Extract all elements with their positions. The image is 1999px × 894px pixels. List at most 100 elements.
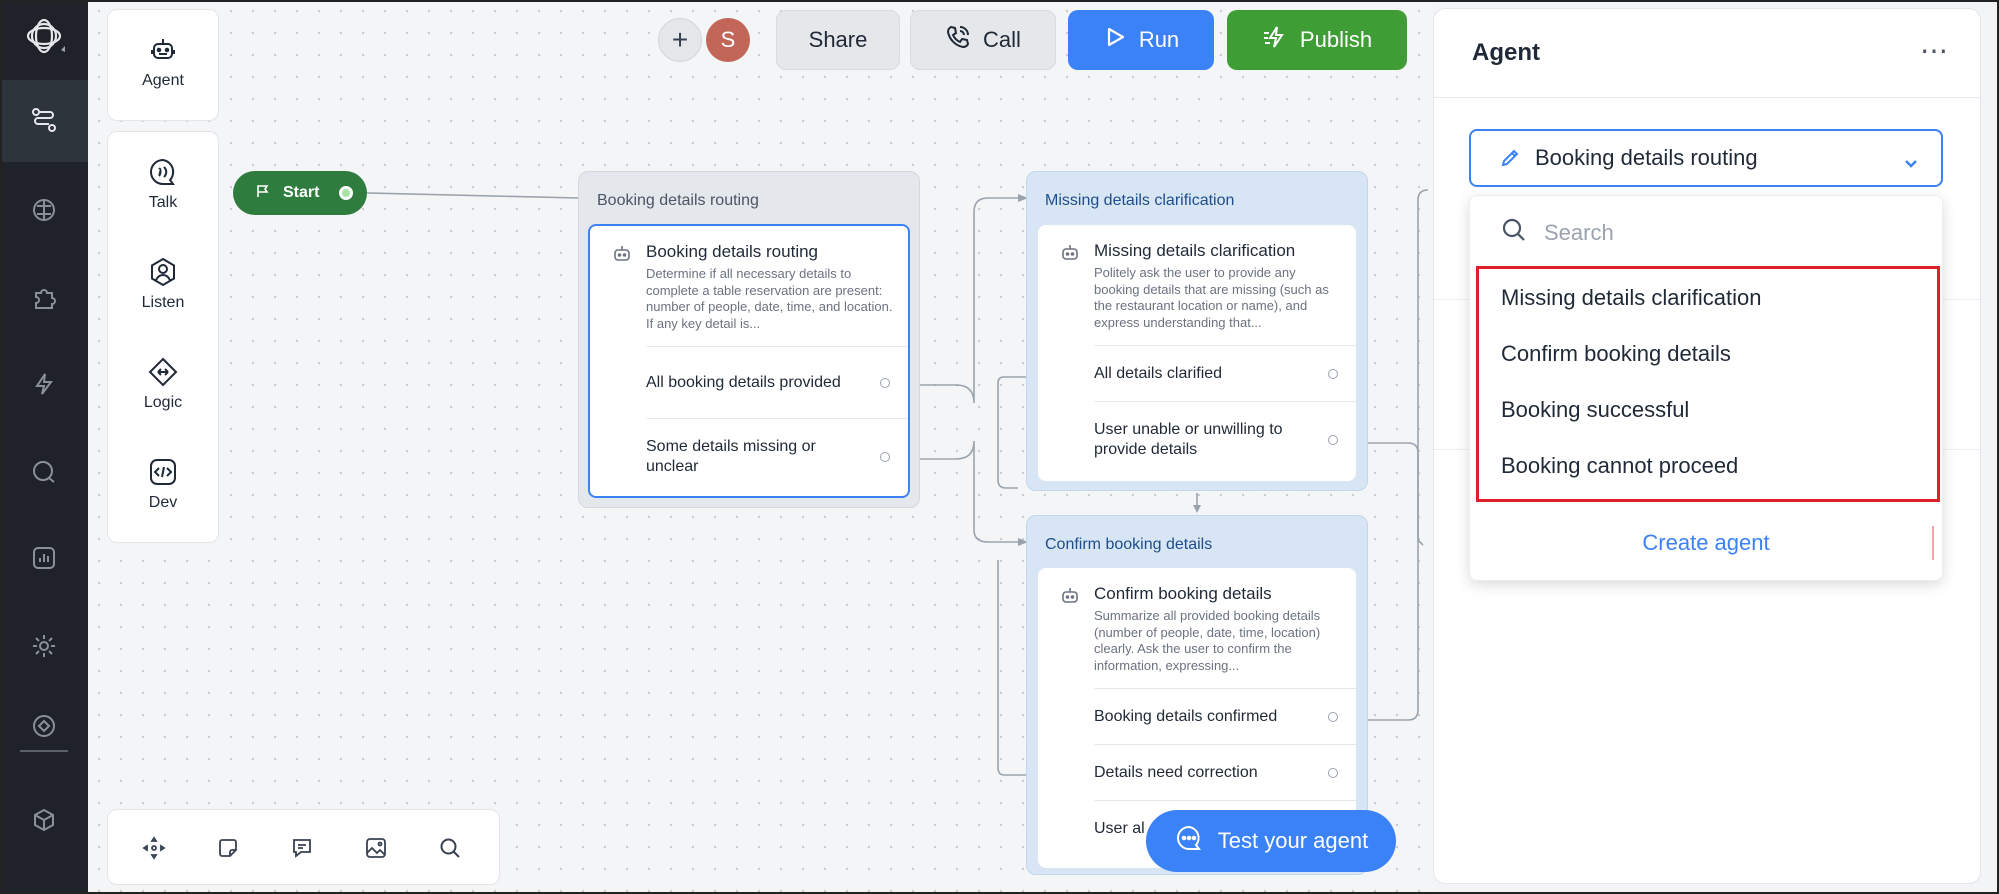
run-button[interactable]: Run	[1068, 10, 1214, 70]
canvas-bottom-toolbar	[107, 809, 500, 885]
branch-port[interactable]	[880, 452, 890, 462]
listen-tool[interactable]: Listen	[108, 254, 218, 312]
logic-tool-label: Logic	[144, 394, 182, 412]
agent-tool-label: Agent	[142, 72, 184, 90]
confirm-node-header: Confirm booking details	[1045, 536, 1212, 554]
diamond-icon[interactable]	[26, 708, 62, 744]
logo-icon[interactable]	[20, 12, 68, 60]
comment-icon[interactable]	[288, 834, 316, 862]
branch-port[interactable]	[1328, 768, 1338, 778]
cube-icon[interactable]	[26, 802, 62, 838]
talk-tool-label: Talk	[149, 194, 177, 212]
agent-select-value: Booking details routing	[1535, 145, 1758, 171]
branch-port[interactable]	[1328, 712, 1338, 722]
missing-title: Missing details clarification	[1094, 241, 1295, 261]
more-options-icon[interactable]: ⋯	[1920, 41, 1950, 61]
dropdown-search[interactable]: Search	[1500, 216, 1614, 250]
robot-icon	[612, 244, 632, 264]
agent-panel: Agent ⋯ Booking details routing Search M…	[1433, 8, 1981, 884]
add-collaborator-button[interactable]: +	[658, 18, 702, 62]
avatar[interactable]: S	[706, 18, 750, 62]
share-button[interactable]: Share	[776, 10, 900, 70]
listen-tool-label: Listen	[142, 294, 185, 312]
confirm-branch-correction[interactable]: Details need correction	[1094, 744, 1356, 800]
search-icon[interactable]	[436, 834, 464, 862]
missing-details-node[interactable]: Missing details clarification Missing de…	[1026, 171, 1368, 491]
sticky-note-icon[interactable]	[214, 834, 242, 862]
routing-node[interactable]: Booking details routing Booking details …	[578, 171, 920, 508]
confirm-branch-label: User al	[1094, 819, 1145, 839]
start-label: Start	[283, 184, 319, 202]
user-hexagon-icon	[145, 254, 181, 290]
lightning-icon[interactable]	[26, 366, 62, 402]
branch-port[interactable]	[1328, 435, 1338, 445]
routing-branch-label: All booking details provided	[646, 373, 841, 393]
call-button[interactable]: Call	[910, 10, 1056, 70]
confirm-branch-label: Booking details confirmed	[1094, 707, 1277, 727]
search-placeholder: Search	[1544, 220, 1614, 246]
missing-description: Politely ask the user to provide any boo…	[1094, 265, 1344, 331]
start-port[interactable]	[339, 186, 353, 200]
run-label: Run	[1139, 27, 1179, 53]
robot-icon	[1060, 243, 1080, 263]
share-label: Share	[809, 27, 868, 53]
flow-canvas[interactable]: Agent Talk Listen Logic Dev	[88, 0, 1433, 894]
publish-button[interactable]: Publish	[1227, 10, 1407, 70]
publish-lightning-icon	[1262, 24, 1288, 56]
branch-port[interactable]	[1328, 369, 1338, 379]
routing-title: Booking details routing	[646, 242, 818, 262]
agent-panel-title: Agent	[1472, 39, 1540, 67]
brain-icon[interactable]	[26, 192, 62, 228]
dropdown-option[interactable]: Booking cannot proceed	[1501, 453, 1738, 479]
dev-tool[interactable]: Dev	[108, 454, 218, 512]
logic-diamond-icon	[145, 354, 181, 390]
missing-node-header: Missing details clarification	[1045, 192, 1234, 210]
missing-card[interactable]: Missing details clarification Politely a…	[1038, 225, 1356, 481]
speech-bubble-icon	[145, 154, 181, 190]
agent-select[interactable]: Booking details routing	[1469, 129, 1943, 187]
talk-tool[interactable]: Talk	[108, 154, 218, 212]
confirm-branch-label: Details need correction	[1094, 763, 1258, 783]
move-arrows-icon[interactable]	[140, 834, 168, 862]
confirm-description: Summarize all provided booking details (…	[1094, 608, 1344, 674]
create-agent-link[interactable]: Create agent	[1470, 530, 1942, 556]
flow-icon[interactable]	[26, 102, 62, 138]
agent-tool-panel[interactable]: Agent	[107, 9, 219, 121]
routing-card[interactable]: Booking details routing Determine if all…	[588, 224, 910, 498]
dropdown-option[interactable]: Booking successful	[1501, 397, 1689, 423]
missing-branch-unable[interactable]: User unable or unwilling to provide deta…	[1094, 401, 1356, 477]
puzzle-icon[interactable]	[26, 280, 62, 316]
routing-branch-missing[interactable]: Some details missing or unclear	[646, 418, 908, 494]
confirm-branch-confirmed[interactable]: Booking details confirmed	[1094, 688, 1356, 744]
routing-node-header: Booking details routing	[597, 192, 759, 210]
analytics-icon[interactable]	[26, 540, 62, 576]
gear-icon[interactable]	[26, 628, 62, 664]
pencil-icon	[1499, 147, 1521, 175]
test-agent-button[interactable]: Test your agent	[1146, 810, 1396, 872]
agent-tool[interactable]: Agent	[108, 32, 218, 90]
code-icon	[145, 454, 181, 490]
routing-description: Determine if all necessary details to co…	[646, 266, 896, 332]
missing-branch-clarified[interactable]: All details clarified	[1094, 345, 1356, 401]
play-icon	[1103, 25, 1127, 55]
image-icon[interactable]	[362, 834, 390, 862]
dropdown-option[interactable]: Missing details clarification	[1501, 285, 1761, 311]
routing-branch-label: Some details missing or unclear	[646, 437, 848, 477]
app-rail	[0, 0, 88, 894]
routing-branch-all-provided[interactable]: All booking details provided	[646, 346, 908, 418]
missing-branch-label: User unable or unwilling to provide deta…	[1094, 420, 1296, 460]
robot-icon	[145, 32, 181, 68]
agent-dropdown: Search Missing details clarification Con…	[1469, 195, 1943, 581]
flag-icon	[255, 183, 271, 204]
publish-label: Publish	[1300, 27, 1372, 53]
branch-port[interactable]	[880, 378, 890, 388]
chat-icon[interactable]	[26, 454, 62, 490]
chevron-down-icon	[1903, 151, 1919, 177]
scroll-marker	[1932, 526, 1934, 560]
dropdown-option[interactable]: Confirm booking details	[1501, 341, 1731, 367]
missing-branch-label: All details clarified	[1094, 364, 1222, 384]
start-node[interactable]: Start	[233, 171, 367, 215]
search-icon	[1500, 216, 1528, 250]
options-highlight: Missing details clarification Confirm bo…	[1476, 266, 1940, 502]
logic-tool[interactable]: Logic	[108, 354, 218, 412]
